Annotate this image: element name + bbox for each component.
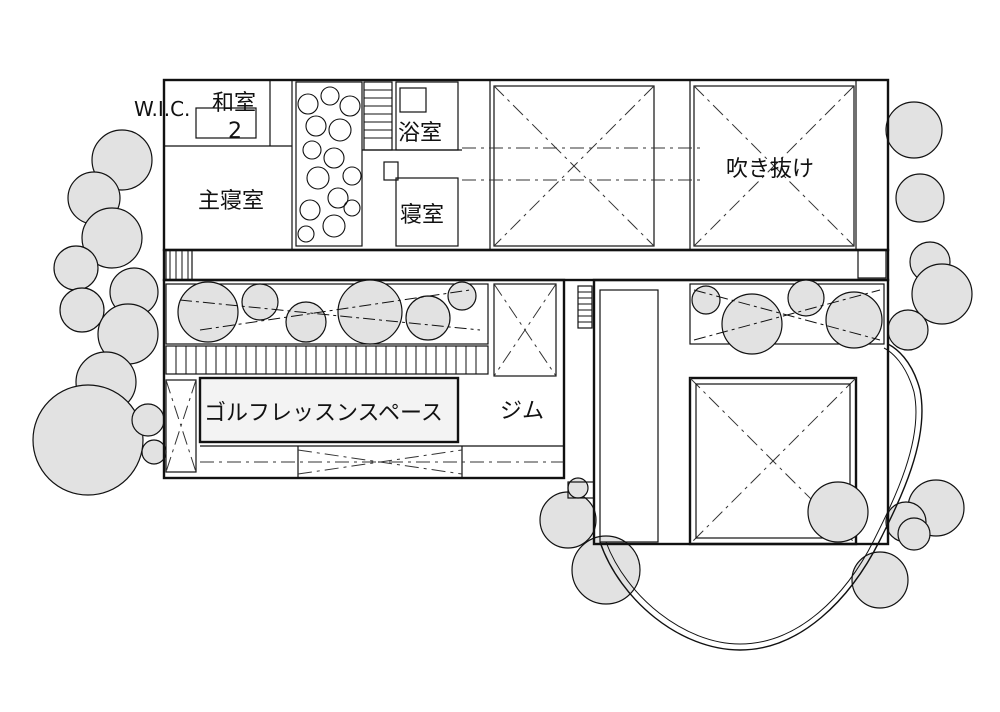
label-washitsu: 和室 bbox=[212, 91, 256, 116]
trees-east bbox=[851, 101, 973, 609]
middle-strip bbox=[165, 279, 594, 478]
label-golf-lesson-space: ゴルフレッスンスペース bbox=[204, 401, 443, 426]
label-master-bedroom: 主寝室 bbox=[198, 189, 264, 214]
stair-east bbox=[577, 285, 593, 329]
courtyard-trees bbox=[297, 86, 362, 243]
label-bedroom: 寝室 bbox=[400, 203, 444, 228]
stair-west bbox=[165, 249, 193, 281]
north-rooms bbox=[164, 80, 887, 279]
south-east-area bbox=[567, 279, 923, 651]
stair-middle bbox=[165, 345, 489, 375]
label-void: 吹き抜け bbox=[726, 157, 814, 182]
label-washitsu-number: 2 bbox=[228, 119, 242, 144]
stair-north bbox=[363, 81, 393, 151]
label-bath: 浴室 bbox=[398, 121, 442, 146]
building-walls bbox=[162, 78, 890, 546]
label-wic: W.I.C. bbox=[134, 97, 190, 121]
trees-west bbox=[32, 129, 167, 496]
label-gym: ジム bbox=[500, 399, 544, 424]
trees-south bbox=[539, 477, 641, 605]
